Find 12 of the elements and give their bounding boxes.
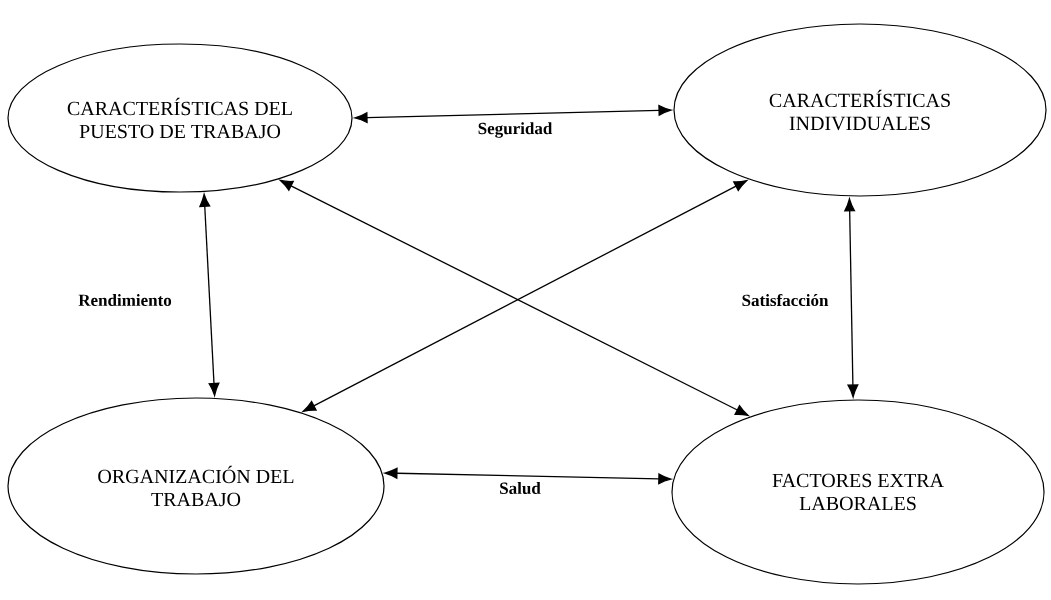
ellipse-node: CARACTERÍSTICAS DEL PUESTO DE TRABAJO: [7, 43, 353, 193]
double-arrow: [384, 467, 672, 485]
ellipse-node: FACTORES EXTRA LABORALES: [671, 399, 1045, 585]
double-arrow: [354, 104, 672, 124]
edge-label: Satisfacción: [742, 293, 829, 307]
edge-label: Rendimiento: [78, 294, 172, 306]
double-arrow: [844, 198, 859, 398]
double-arrow: [199, 193, 220, 396]
ellipse-node: CARACTERÍSTICAS INDIVIDUALES: [673, 23, 1047, 197]
edge-label: Seguridad: [478, 122, 553, 138]
ellipse-node: ORGANIZACIÓN DEL TRABAJO: [7, 397, 385, 575]
edge-label: Salud: [500, 482, 541, 494]
